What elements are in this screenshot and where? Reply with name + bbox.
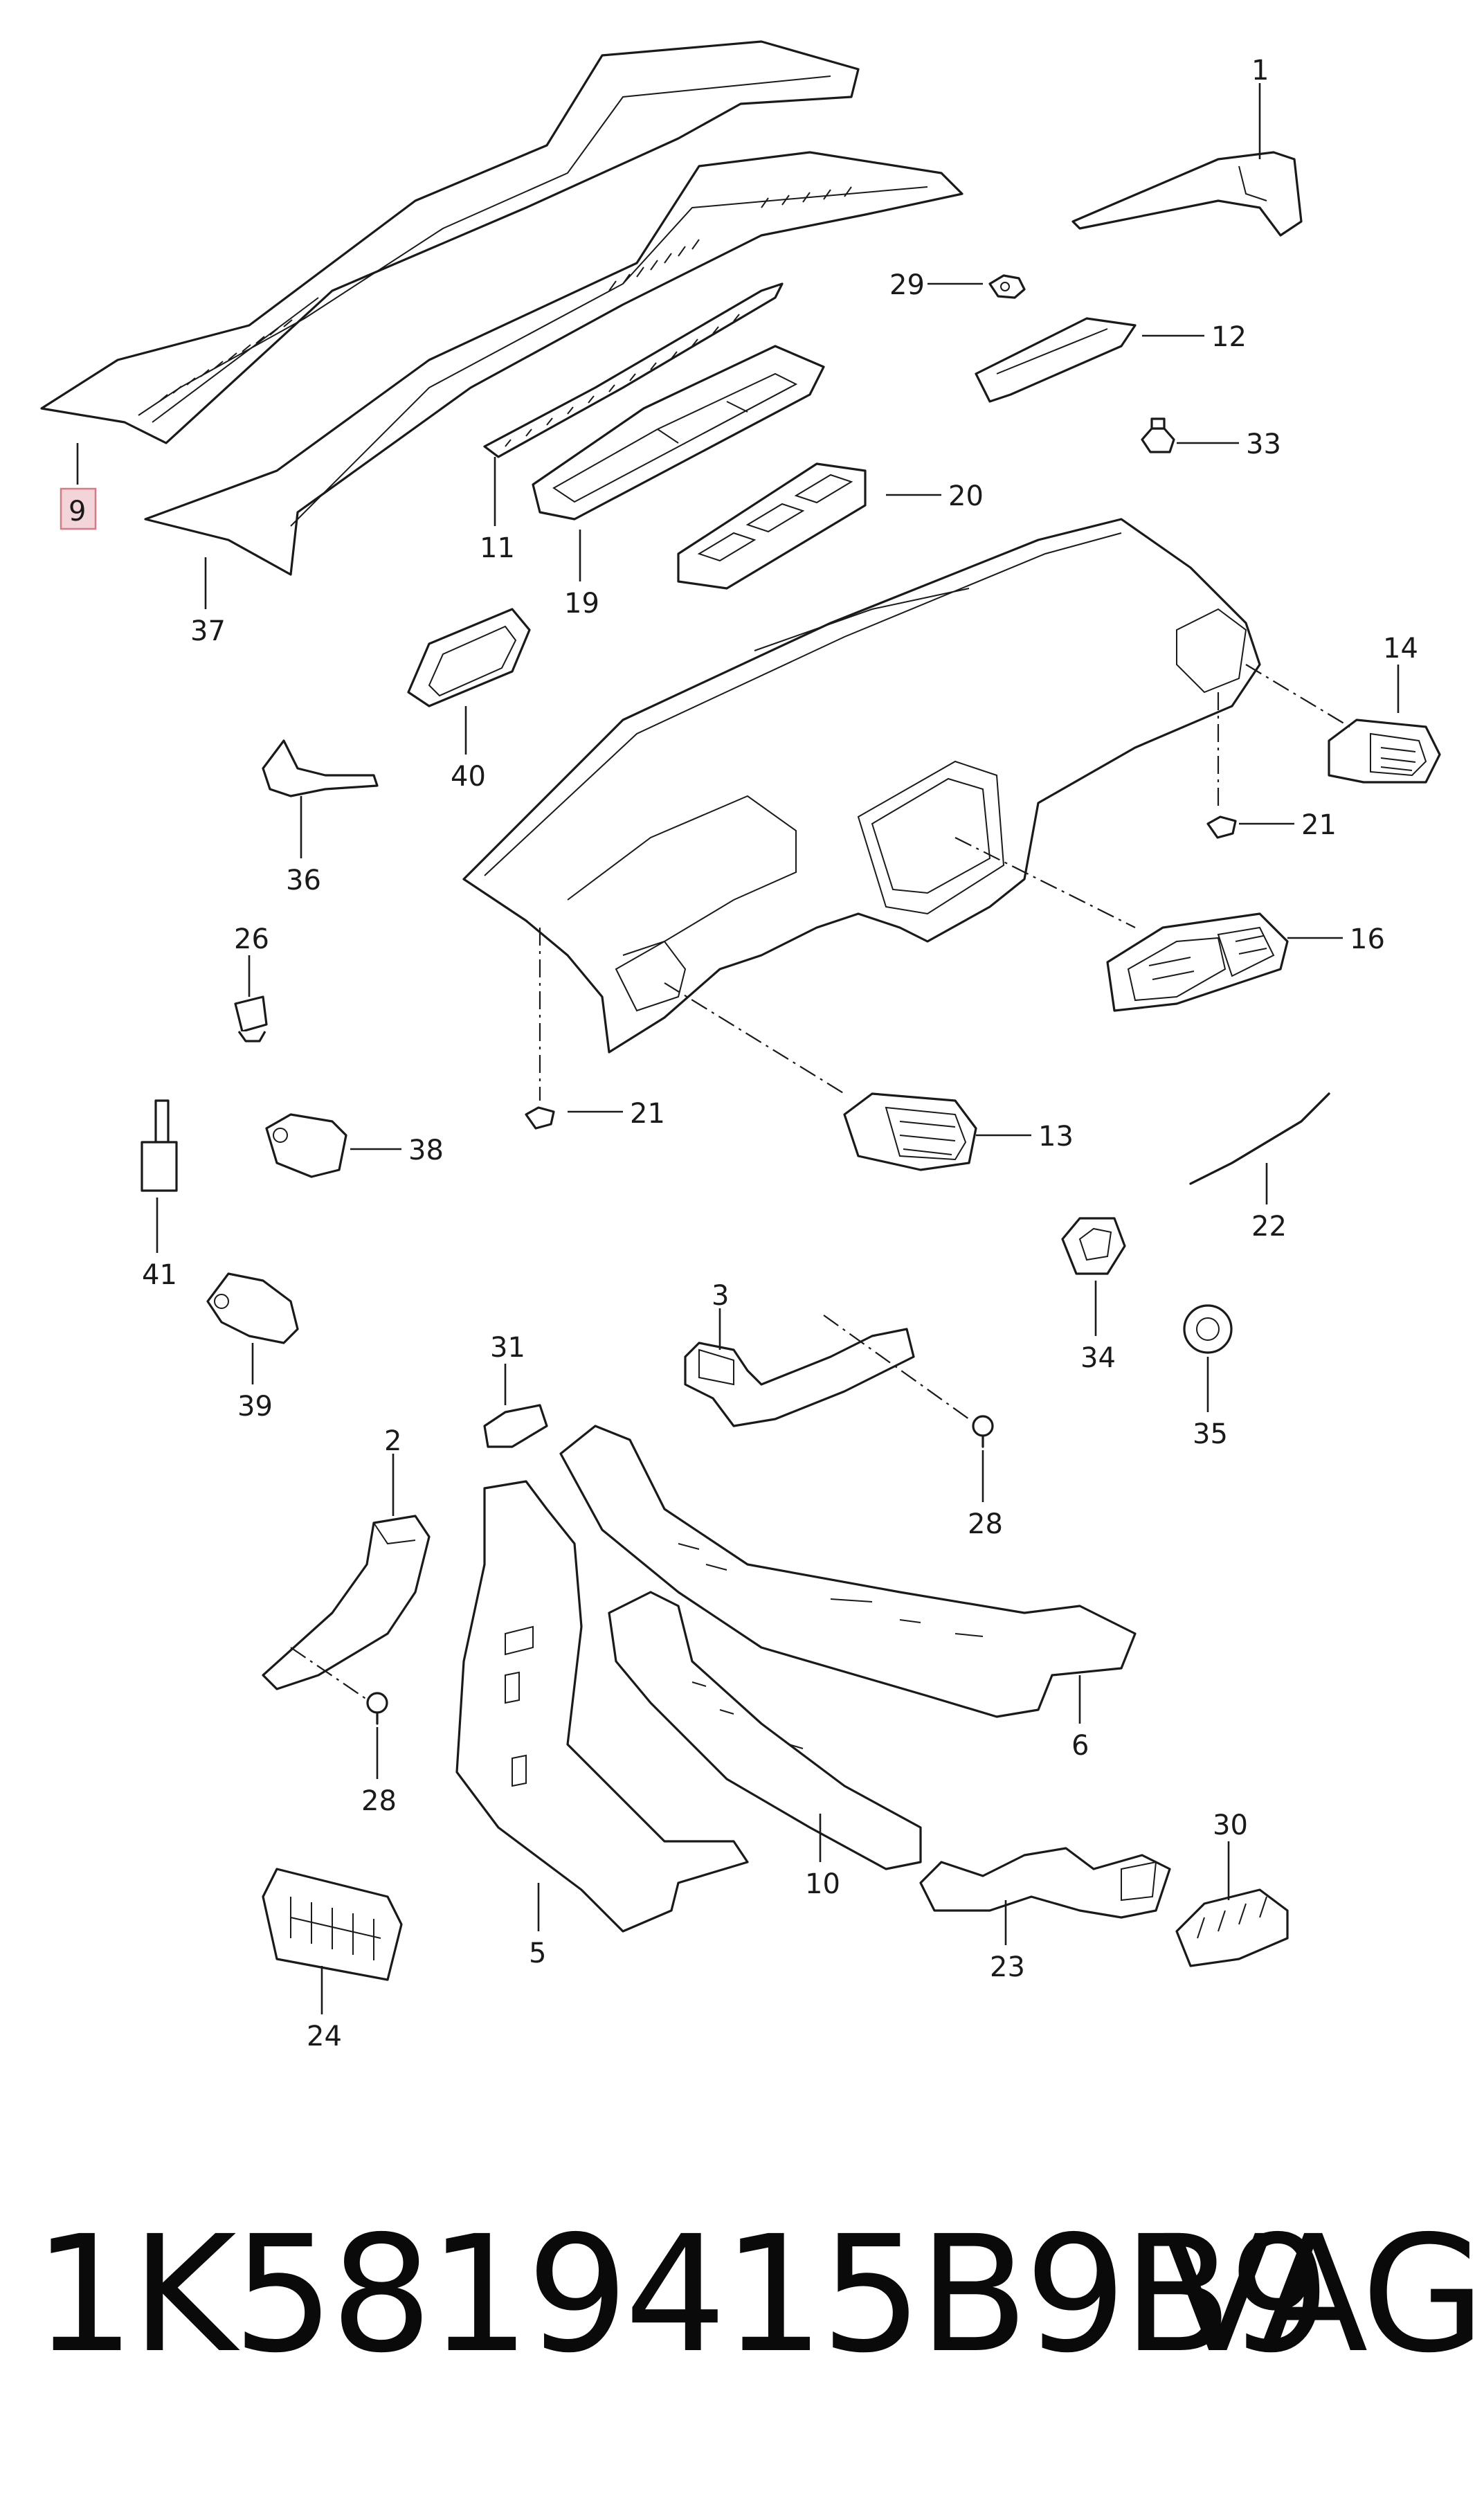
- part-33-clip: [1141, 417, 1175, 453]
- part-19-defrost-vent: [532, 345, 825, 521]
- part-5-duct: [455, 1480, 749, 1933]
- part-26-clip: [234, 995, 268, 1042]
- callout-35: 35: [1193, 1418, 1228, 1450]
- part-36-bracket: [262, 739, 379, 797]
- leader-lines: [76, 83, 1400, 2014]
- part-41-sensor: [141, 1099, 178, 1192]
- callout-9-highlight: [60, 487, 97, 530]
- part-38-actuator: [265, 1113, 347, 1178]
- part-1-bracket: [1071, 151, 1303, 237]
- part-30-floor-vent: [1175, 1888, 1289, 1967]
- part-11-defrost-strip: [483, 282, 784, 458]
- part-number: 1K5819415B9B9: [33, 2201, 1331, 2388]
- callout-11: 11: [480, 532, 515, 564]
- callout-21-b: 21: [630, 1098, 665, 1130]
- part-35-ring: [1183, 1304, 1233, 1354]
- part-29-nut: [988, 274, 1026, 299]
- part-28-screw-a: [972, 1415, 994, 1448]
- callout-6: 6: [1071, 1730, 1089, 1762]
- callout-13: 13: [1038, 1121, 1074, 1153]
- part-37-cowl-lower: [144, 151, 963, 576]
- footer: 1K5819415B9B9 VAG: [0, 2201, 1484, 2409]
- callout-38: 38: [408, 1135, 444, 1166]
- callout-21-a: 21: [1301, 809, 1337, 841]
- callout-12: 12: [1211, 321, 1247, 353]
- part-21-clip-a: [1206, 815, 1237, 839]
- exploded-parts-diagram: 1 2 3 5 6 9 10 11 12 13 14 16 19 20 21 2…: [40, 40, 1441, 2052]
- part-6-duct: [559, 1425, 1137, 1718]
- part-2-duct: [262, 1515, 431, 1690]
- brand-name: VAG: [1163, 2201, 1484, 2388]
- callout-36: 36: [286, 865, 321, 896]
- callout-labels: 1 2 3 5 6 9 10 11 12 13 14 16 19 20 21 2…: [69, 55, 1418, 2052]
- part-13-left-vent: [843, 1092, 977, 1171]
- part-23-duct: [919, 1847, 1171, 1919]
- callout-20: 20: [948, 480, 984, 512]
- callout-26: 26: [234, 923, 269, 955]
- part-3-duct: [684, 1328, 915, 1427]
- part-16-center-vent: [1106, 912, 1289, 1012]
- part-34-grommet: [1061, 1217, 1126, 1275]
- part-40-cover: [407, 608, 531, 707]
- callout-2: 2: [384, 1425, 401, 1457]
- part-14-side-vent: [1328, 719, 1441, 784]
- part-22-cable: [1189, 1092, 1330, 1185]
- callout-5: 5: [529, 1938, 546, 1969]
- part-21-clip-b: [525, 1106, 555, 1130]
- callout-34: 34: [1080, 1342, 1116, 1374]
- callout-14: 14: [1383, 633, 1418, 665]
- part-31-clip: [483, 1404, 548, 1448]
- part-9-cowl-upper: [40, 40, 860, 444]
- part-39-switch: [206, 1272, 299, 1344]
- dashboard-main: [462, 518, 1261, 1054]
- callout-39: 39: [237, 1391, 273, 1423]
- callout-10: 10: [805, 1868, 840, 1900]
- callout-31: 31: [490, 1332, 525, 1364]
- part-20-vent-frame: [677, 462, 867, 590]
- callout-28-a: 28: [968, 1508, 1003, 1540]
- callout-37: 37: [190, 615, 226, 647]
- part-24-floor-vent: [262, 1868, 403, 1981]
- callout-41: 41: [142, 1259, 177, 1291]
- part-12-trim-strip: [975, 317, 1137, 403]
- alignment-lines: [290, 664, 1350, 1700]
- callout-3: 3: [712, 1280, 729, 1312]
- callout-30: 30: [1213, 1809, 1248, 1841]
- callout-16: 16: [1350, 923, 1385, 955]
- callout-28-b: 28: [361, 1785, 397, 1817]
- callout-29: 29: [889, 269, 925, 301]
- callout-23: 23: [990, 1951, 1025, 1983]
- callout-9: 9: [69, 496, 86, 527]
- callout-33: 33: [1246, 428, 1281, 460]
- part-28-screw-b: [366, 1692, 388, 1725]
- callout-24: 24: [307, 2021, 342, 2052]
- callout-40: 40: [451, 761, 486, 793]
- callout-1: 1: [1251, 55, 1269, 87]
- callout-19: 19: [564, 588, 599, 620]
- part-10-duct: [608, 1591, 922, 1870]
- callout-22: 22: [1251, 1211, 1287, 1243]
